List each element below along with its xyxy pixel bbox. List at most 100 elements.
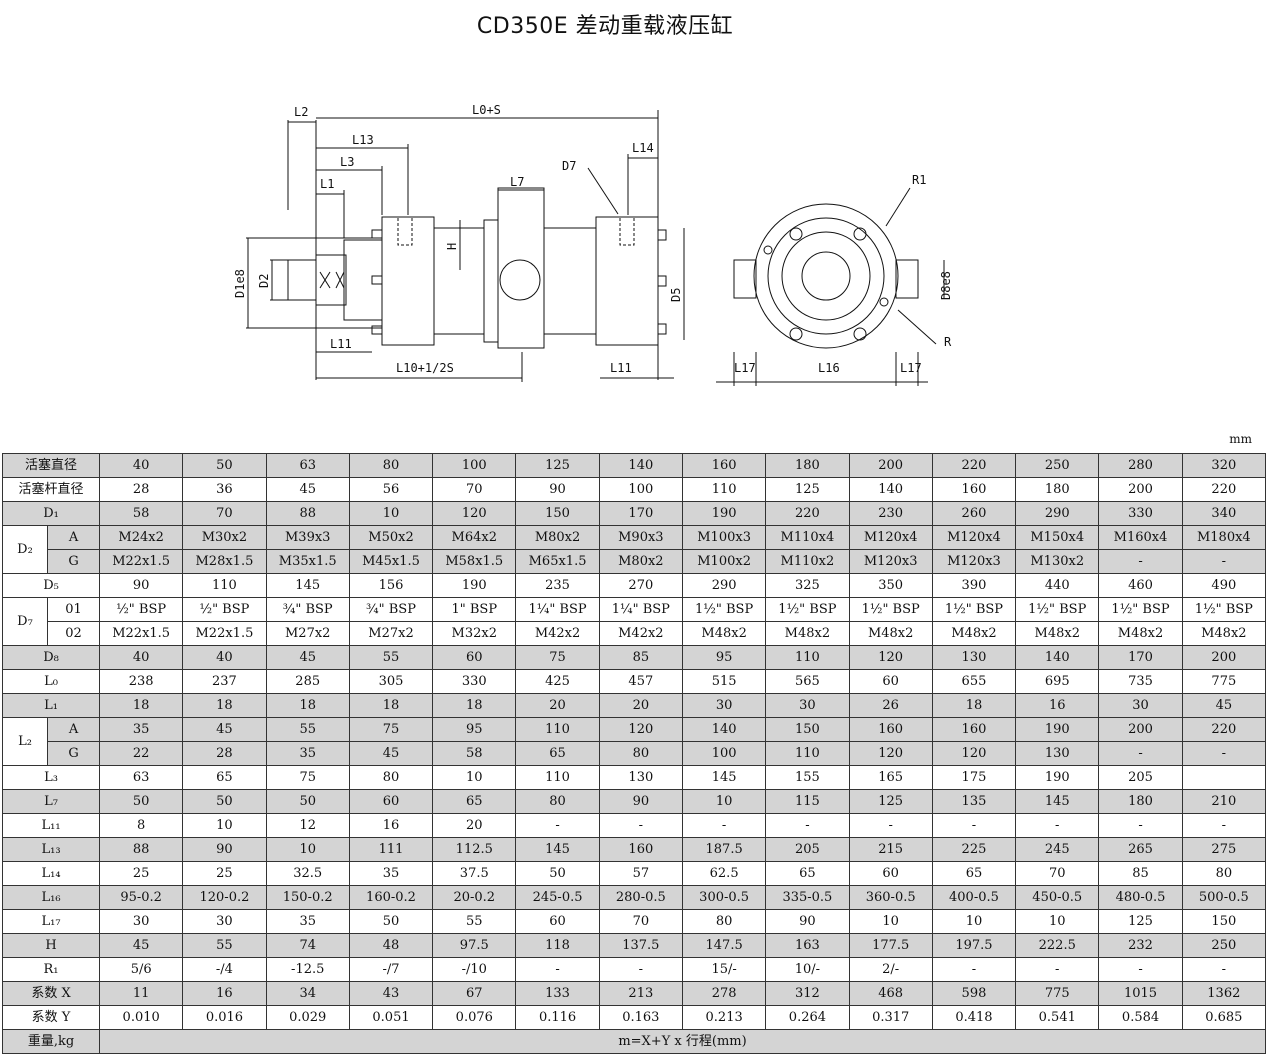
table-cell: 110 — [765, 645, 850, 670]
table-cell: 100 — [598, 477, 683, 502]
table-cell: 28 — [182, 741, 267, 766]
dim-label: L17 — [900, 361, 922, 375]
table-cell: 1½" BSP — [1181, 597, 1267, 622]
table-cell: ¾" BSP — [265, 597, 350, 622]
table-cell: M80x2 — [598, 549, 683, 574]
table-cell: 1½" BSP — [681, 597, 767, 622]
table-cell: -/10 — [432, 957, 517, 982]
table-cell: -/7 — [348, 957, 434, 982]
table-cell: 74 — [265, 933, 350, 958]
table-cell: 200 — [1181, 645, 1267, 670]
table-cell: 63 — [265, 453, 350, 478]
table-cell: 43 — [348, 981, 434, 1006]
table-cell: 80 — [515, 789, 600, 814]
table-cell: 425 — [515, 669, 600, 694]
table-cell: 56 — [348, 477, 434, 502]
table-cell: 22 — [99, 741, 184, 766]
table-cell: 1¼" BSP — [515, 597, 600, 622]
table-cell: 25 — [182, 861, 267, 886]
dim-label: R — [944, 335, 952, 349]
row-label: H — [1, 933, 101, 958]
table-cell: 30 — [99, 909, 184, 934]
dim-label: R1 — [912, 173, 926, 187]
table-cell: 145 — [515, 837, 600, 862]
table-cell: 18 — [432, 693, 517, 718]
table-cell: 205 — [1098, 765, 1183, 790]
table-cell: 160 — [931, 477, 1017, 502]
table-cell: 35 — [348, 861, 434, 886]
table-cell: 200 — [1098, 477, 1183, 502]
table-cell: 50 — [99, 789, 184, 814]
table-cell: 10/- — [765, 957, 850, 982]
table-cell: 32.5 — [265, 861, 350, 886]
table-cell: - — [1181, 549, 1267, 574]
table-cell: 88 — [265, 501, 350, 526]
table-cell: 190 — [1015, 717, 1100, 742]
table-cell: 457 — [598, 669, 683, 694]
table-cell: 220 — [765, 501, 850, 526]
table-cell: 1¼" BSP — [598, 597, 683, 622]
table-cell: -/4 — [182, 957, 267, 982]
table-cell: 150 — [515, 501, 600, 526]
table-cell: 25 — [99, 861, 184, 886]
table-cell: - — [515, 813, 600, 838]
table-cell: 1½" BSP — [1098, 597, 1183, 622]
row-sub-label: G — [46, 741, 101, 766]
table-cell: 0.051 — [348, 1005, 434, 1030]
table-cell: M24x2 — [99, 525, 184, 550]
table-cell: 20 — [598, 693, 683, 718]
table-cell: 2/- — [848, 957, 933, 982]
table-cell: 95 — [432, 717, 517, 742]
table-cell: 175 — [931, 765, 1017, 790]
table-cell: M120x3 — [931, 549, 1017, 574]
row-label: L₀ — [1, 669, 101, 694]
cylinder-drawing: L2 L0+S L13 L14 L3 D7 L1 L7 D1e8 D2 H D5… — [233, 103, 953, 386]
table-cell: 95 — [681, 645, 767, 670]
table-cell: 67 — [432, 981, 517, 1006]
dim-label: L7 — [510, 175, 524, 189]
table-cell: 80 — [1181, 861, 1267, 886]
table-cell: 245 — [1015, 837, 1100, 862]
table-cell: 290 — [681, 573, 767, 598]
table-cell: ¾" BSP — [348, 597, 434, 622]
table-cell: 140 — [848, 477, 933, 502]
table-cell: 1362 — [1181, 981, 1267, 1006]
table-cell: 10 — [931, 909, 1017, 934]
table-cell: 120 — [848, 741, 933, 766]
table-cell: 5/6 — [99, 957, 184, 982]
table-cell: M100x2 — [681, 549, 767, 574]
table-cell: M64x2 — [432, 525, 517, 550]
table-cell: 10 — [182, 813, 267, 838]
table-cell: 180 — [765, 453, 850, 478]
table-cell: 450-0.5 — [1015, 885, 1100, 910]
table-cell: 90 — [765, 909, 850, 934]
row-label: L₇ — [1, 789, 101, 814]
table-cell: 18 — [265, 693, 350, 718]
table-cell: - — [1015, 957, 1100, 982]
table-cell: 125 — [765, 477, 850, 502]
table-cell: M110x4 — [765, 525, 850, 550]
table-cell: 110 — [765, 741, 850, 766]
row-sub-label: G — [46, 549, 101, 574]
table-cell: 88 — [99, 837, 184, 862]
table-cell: M48x2 — [1181, 621, 1267, 646]
table-cell: 10 — [432, 765, 517, 790]
table-cell: - — [1098, 957, 1183, 982]
table-cell: 85 — [1098, 861, 1183, 886]
table-cell: 80 — [348, 765, 434, 790]
table-cell: 0.264 — [765, 1005, 850, 1030]
dim-label: L0+S — [472, 103, 501, 117]
table-cell: 16 — [348, 813, 434, 838]
table-cell: 65 — [432, 789, 517, 814]
table-cell: 50 — [348, 909, 434, 934]
table-cell: 40 — [182, 645, 267, 670]
table-cell: 235 — [515, 573, 600, 598]
table-cell: 60 — [432, 645, 517, 670]
table-cell: M48x2 — [681, 621, 767, 646]
